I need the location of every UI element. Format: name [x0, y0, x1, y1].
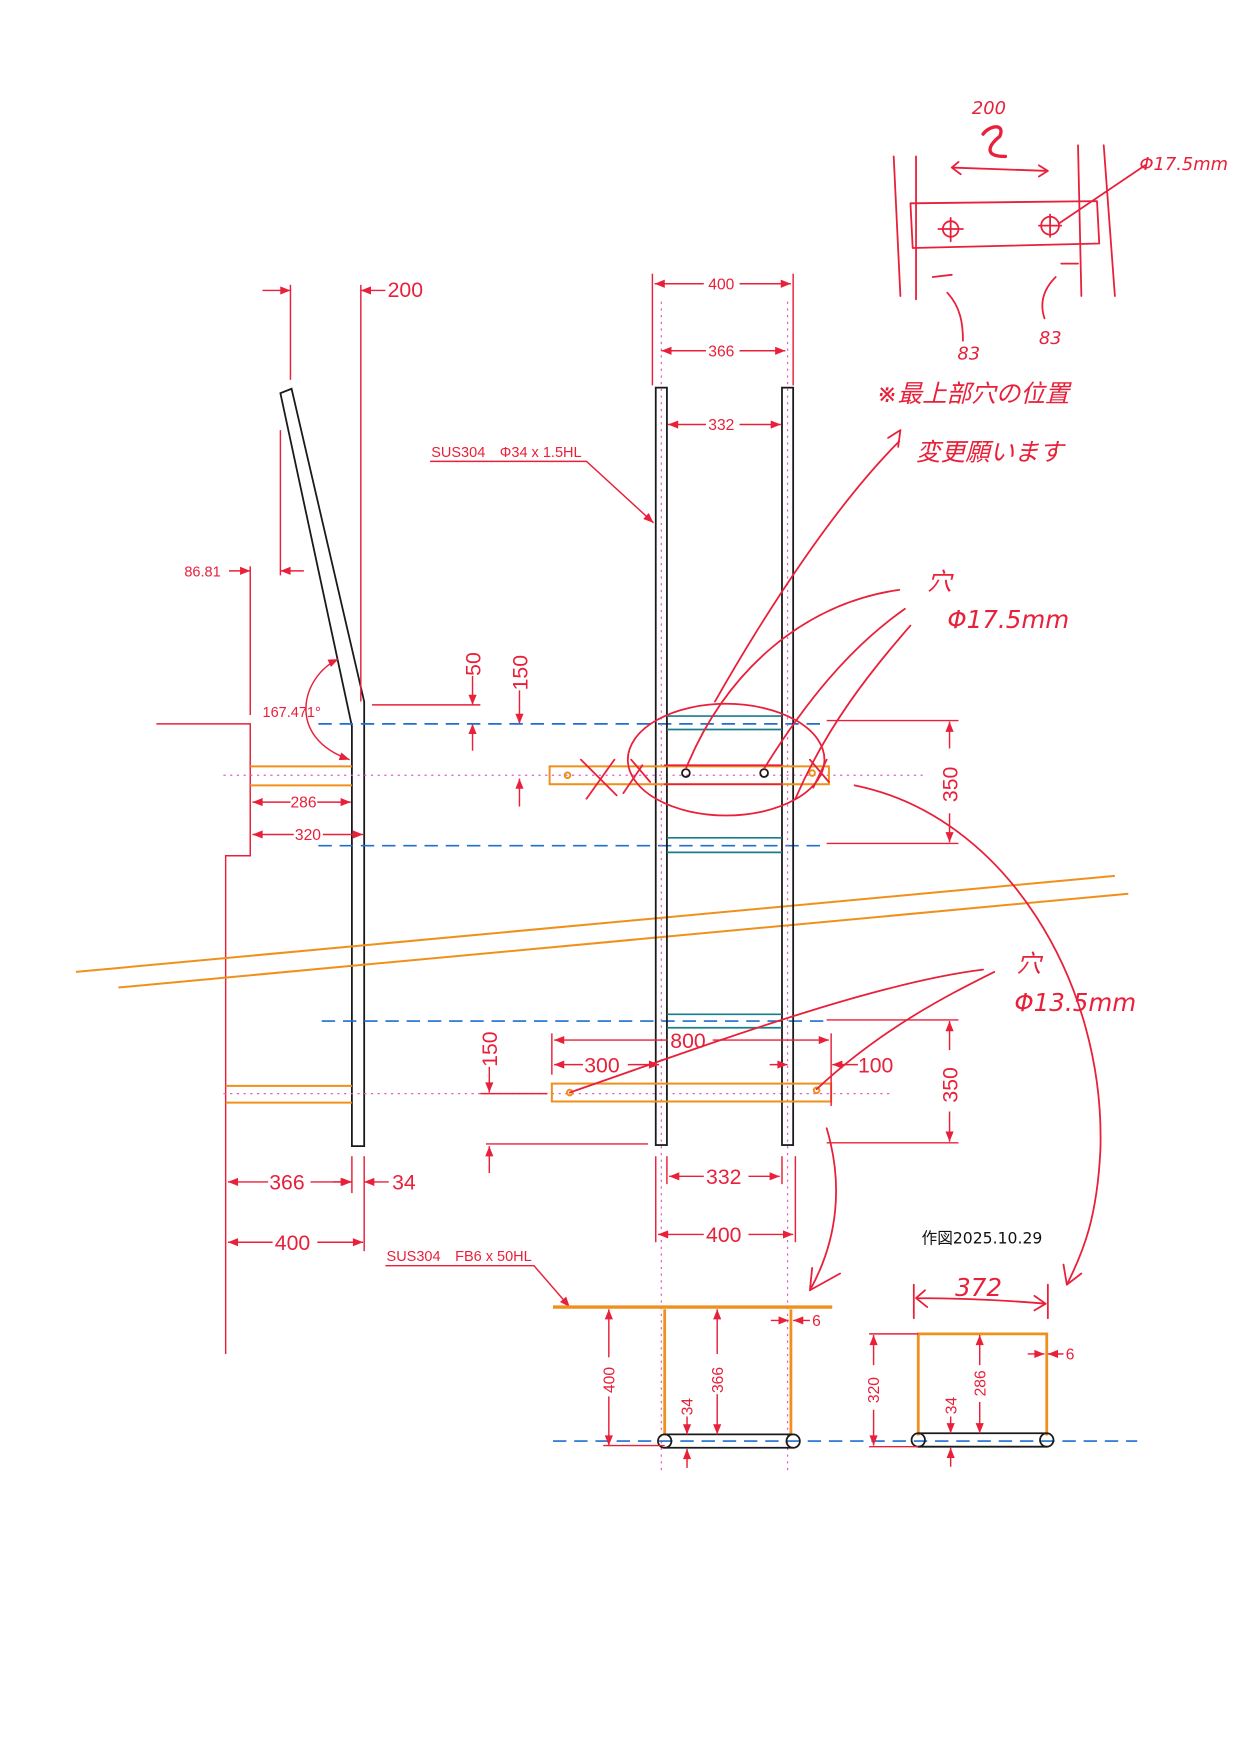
flat-bar-spec-label: SUS304 FB6 x 50HL — [387, 1249, 532, 1265]
hole-upper-size: Φ17.5mm — [947, 605, 1069, 634]
tube-section-b — [910, 1432, 1055, 1448]
handwritten-annotations: 200 Φ17.5mm 83 83 ※最上部穴の位置 変更願います 穴 Φ17.… — [568, 98, 1228, 1292]
sketch-dim-200: 200 — [972, 98, 1006, 119]
sketch-dim-83-right: 83 — [1039, 328, 1062, 349]
dim-286-section: 286 — [972, 1370, 989, 1396]
dim-200: 200 — [388, 279, 423, 302]
crossbars — [666, 715, 782, 1029]
hole-lower-size: Φ13.5mm — [1014, 988, 1136, 1017]
dim-400-section: 400 — [601, 1367, 618, 1393]
dim-350-upper: 350 — [939, 767, 962, 802]
dim-320: 320 — [295, 827, 321, 844]
dim-150-upper: 150 — [509, 655, 532, 690]
dim-34-section: 34 — [680, 1398, 697, 1416]
dim-6-section: 6 — [812, 1313, 821, 1330]
dim-34-side: 34 — [392, 1172, 416, 1195]
dim-366-section: 366 — [710, 1367, 727, 1393]
sketch-hole-size: Φ17.5mm — [1139, 154, 1228, 175]
dim-150-lower: 150 — [479, 1031, 502, 1066]
dim-angle: 167.471° — [263, 705, 321, 721]
dim-50: 50 — [462, 652, 485, 676]
section-b: 作図2025.10.29 320 286 34 6 372 — [866, 1228, 1075, 1467]
wall-outline — [156, 723, 251, 1354]
tube-section-a — [657, 1433, 801, 1449]
sketch-dim-83-left: 83 — [957, 344, 980, 365]
dim-350-lower: 350 — [939, 1067, 962, 1102]
note-line-1: ※最上部穴の位置 — [877, 379, 1072, 408]
flat-bar-lower — [550, 1082, 833, 1103]
dim-366-side: 366 — [269, 1172, 304, 1195]
dim-400-bottom: 400 — [706, 1224, 741, 1247]
dim-332-bottom: 332 — [706, 1166, 741, 1189]
handrail-tube-side — [279, 387, 366, 1148]
front-view: 400 366 332 SUS304 Φ34 x 1.5HL 350 350 1… — [430, 273, 962, 1247]
dim-800: 800 — [670, 1030, 705, 1053]
dim-34-section-b: 34 — [943, 1397, 960, 1415]
dim-6-section-b: 6 — [1066, 1347, 1075, 1364]
floor-line-1 — [75, 874, 1115, 973]
hole-lower-label: 穴 — [1017, 949, 1044, 978]
dim-400-side: 400 — [275, 1232, 310, 1255]
pipe-spec-label: SUS304 Φ34 x 1.5HL — [431, 445, 581, 461]
note-line-2: 変更願います — [916, 437, 1066, 466]
section-a: SUS304 FB6 x 50HL 400 366 34 6 — [385, 1249, 1138, 1468]
side-view: 200 86.81 167.471° 50 150 286 320 366 — [156, 279, 532, 1354]
dim-332-top: 332 — [708, 417, 734, 434]
floor-line-2 — [118, 892, 1129, 989]
dim-366-top: 366 — [708, 343, 734, 360]
dim-400-top: 400 — [708, 276, 734, 293]
drawing-date: 作図2025.10.29 — [922, 1228, 1043, 1247]
hole-upper-label: 穴 — [927, 567, 954, 596]
dim-100: 100 — [858, 1054, 893, 1077]
dim-372-handwritten: 372 — [955, 1273, 1002, 1302]
dim-86-81: 86.81 — [184, 564, 220, 580]
hole-position-sketch: 200 Φ17.5mm 83 83 — [892, 98, 1228, 365]
dim-286: 286 — [290, 795, 316, 812]
dim-320-section: 320 — [866, 1377, 883, 1403]
dim-300: 300 — [584, 1054, 619, 1077]
